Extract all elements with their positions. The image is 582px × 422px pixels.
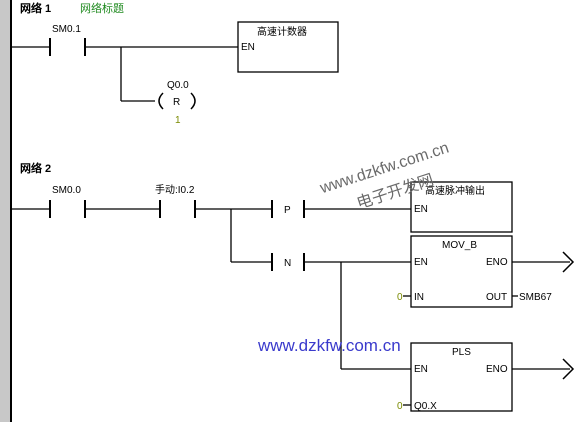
network-1-comment[interactable]: 网络标题 — [80, 1, 124, 15]
box-title: 高速计数器 — [257, 25, 307, 38]
en-pin: EN — [414, 257, 428, 268]
contact-label: 手动:I0.2 — [155, 183, 195, 196]
left-margin — [0, 0, 10, 422]
box-title: MOV_B — [442, 240, 477, 251]
contact-i0-2[interactable]: 手动:I0.2 — [155, 183, 196, 218]
coil-address: Q0.0 — [167, 80, 189, 91]
en-pin: EN — [241, 42, 255, 53]
contact-label: SM0.1 — [52, 24, 81, 35]
network-2-title: 网络 2 — [20, 161, 51, 175]
network-1[interactable]: 网络 1 网络标题 SM0.1 高速计数器 EN Q0.0 R 1 — [11, 1, 339, 126]
positive-edge-contact[interactable]: P — [271, 200, 305, 218]
watermark-bottom: www.dzkfw.com.cn — [257, 336, 401, 355]
p-label: P — [284, 205, 291, 216]
box-title: 高速脉冲输出 — [425, 184, 485, 197]
negative-edge-contact[interactable]: N — [271, 253, 305, 271]
network-1-title: 网络 1 — [20, 1, 51, 15]
network-2[interactable]: 网络 2 SM0.0 手动:I0.2 P — [11, 161, 575, 412]
eno-arrow-icon — [562, 358, 575, 380]
in-pin: IN — [414, 292, 424, 303]
pls-box[interactable]: PLS EN ENO 0 Q0.X — [397, 342, 575, 412]
eno-pin: ENO — [486, 364, 508, 375]
box-title: PLS — [452, 347, 471, 358]
contact-label: SM0.0 — [52, 185, 81, 196]
in-value[interactable]: 0 — [397, 292, 403, 303]
q-pin: Q0.X — [414, 401, 437, 412]
coil-type: R — [173, 97, 180, 108]
contact-sm0-0[interactable]: SM0.0 — [49, 185, 86, 218]
en-pin: EN — [414, 364, 428, 375]
reset-coil-q0-0[interactable]: Q0.0 R 1 — [158, 80, 196, 126]
out-value[interactable]: SMB67 — [519, 292, 552, 303]
n-label: N — [284, 258, 291, 269]
en-pin: EN — [414, 204, 428, 215]
eno-pin: ENO — [486, 257, 508, 268]
mov-b-box[interactable]: MOV_B EN ENO IN OUT 0 SMB67 — [397, 235, 575, 308]
coil-count: 1 — [175, 115, 181, 126]
eno-arrow-icon — [562, 251, 575, 273]
pulse-output-box[interactable]: 高速脉冲输出 EN — [410, 181, 513, 233]
out-pin: OUT — [486, 292, 507, 303]
high-speed-counter-box[interactable]: 高速计数器 EN — [237, 21, 339, 73]
q-value[interactable]: 0 — [397, 401, 403, 412]
contact-sm0-1[interactable]: SM0.1 — [49, 24, 86, 56]
